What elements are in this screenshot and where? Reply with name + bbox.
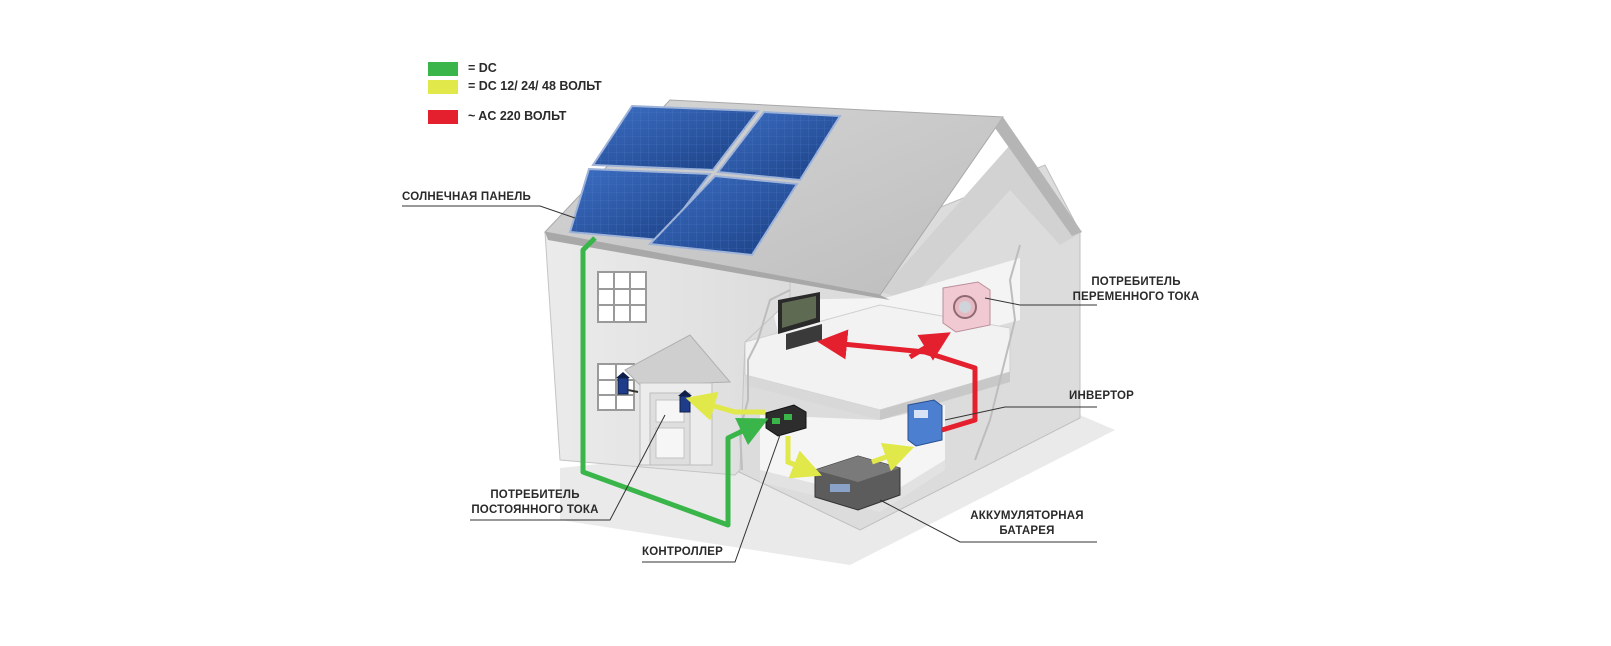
leader-lines: [402, 205, 1097, 563]
label-solar-panel: СОЛНЕЧНАЯ ПАНЕЛЬ: [402, 191, 531, 203]
label-battery-line2: БАТАРЕЯ: [999, 525, 1055, 537]
label-dc-consumer-line1: ПОТРЕБИТЕЛЬ: [490, 489, 580, 501]
legend-label-dc: = DC: [468, 61, 497, 75]
legend-label-dc-low: = DC 12/ 24/ 48 ВОЛЬТ: [468, 79, 602, 93]
label-battery-line1: АККУМУЛЯТОРНАЯ: [970, 510, 1084, 522]
dc-line: [580, 236, 769, 528]
inverter-icon: [907, 399, 943, 447]
label-dc-consumer: ПОТРЕБИТЕЛЬ ПОСТОЯННОГО ТОКА: [470, 488, 600, 518]
label-ac-consumer-line2: ПЕРЕМЕННОГО ТОКА: [1072, 291, 1200, 303]
legend-label-ac: ~ AC 220 ВОЛЬТ: [468, 109, 567, 123]
label-ac-consumer: ПОТРЕБИТЕЛЬ ПЕРЕМЕННОГО ТОКА: [1066, 275, 1206, 305]
label-battery: АККУМУЛЯТОРНАЯ БАТАРЕЯ: [958, 509, 1096, 539]
window-upper: [597, 271, 647, 323]
porch: [624, 334, 732, 466]
tv-icon: [778, 292, 822, 350]
label-dc-consumer-line2: ПОСТОЯННОГО ТОКА: [471, 504, 599, 516]
legend-swatch-dc: [428, 62, 458, 76]
ac-line: [817, 329, 978, 433]
legend-swatch-ac: [428, 110, 458, 124]
battery-icon: [814, 455, 901, 511]
solar-panel: [568, 104, 842, 257]
washing-machine-icon: [942, 281, 991, 333]
dc-low-voltage-line: [685, 391, 915, 479]
label-ac-consumer-line1: ПОТРЕБИТЕЛЬ: [1091, 276, 1181, 288]
label-controller: КОНТРОЛЛЕР: [642, 546, 723, 558]
legend-swatch-dc-low: [428, 80, 458, 94]
controller-icon: [765, 404, 807, 437]
label-inverter: ИНВЕРТОР: [1069, 390, 1135, 402]
